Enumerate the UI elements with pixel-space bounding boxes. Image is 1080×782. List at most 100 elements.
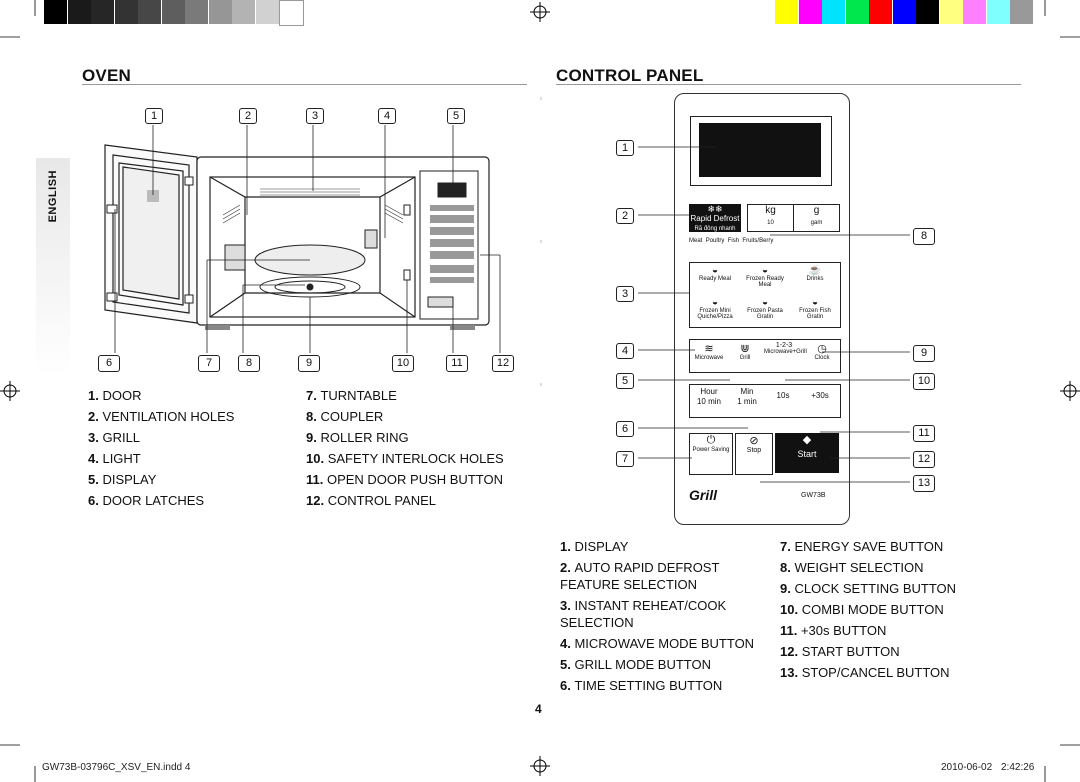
color-swatch: [822, 0, 845, 24]
legend-item: 11. +30s BUTTON: [780, 622, 1000, 639]
legend-item: 7. ENERGY SAVE BUTTON: [780, 538, 1000, 555]
legend-item: 8. COUPLER: [306, 406, 521, 427]
footer-time: 2:42:26: [1001, 762, 1035, 773]
control-panel-callout: 1: [616, 140, 634, 156]
oven-callout: 3: [306, 108, 324, 124]
registration-crosshair-bottom: [530, 756, 550, 776]
frozen-mini-pizza-button[interactable]: ◒Frozen Mini Quiche/Pizza: [697, 297, 733, 320]
frozen-ready-meal-button[interactable]: ◒Frozen Ready Meal: [746, 265, 784, 288]
legend-text: WEIGHT SELECTION: [794, 560, 924, 575]
stop-button[interactable]: ⊘Stop: [735, 433, 773, 475]
legend-text: START BUTTON: [801, 644, 900, 659]
legend-number: 3.: [560, 598, 575, 613]
legend-number: 10.: [306, 451, 328, 466]
color-swatch: [963, 0, 986, 24]
control-panel-leaders: [638, 146, 910, 483]
rapid-defrost-button[interactable]: ❄❄ Rapid Defrost Rã đông nhanh: [689, 204, 741, 232]
oven-heading: OVEN: [82, 66, 131, 85]
control-panel-callout: 7: [616, 451, 634, 467]
gray-swatch: [138, 0, 161, 24]
control-panel-callout: 4: [616, 343, 634, 359]
legend-text: DISPLAY: [102, 472, 157, 487]
clock-icon: ◷: [817, 343, 827, 355]
weight-g-button[interactable]: g gam: [793, 204, 840, 232]
gray-swatch: [67, 0, 91, 24]
legend-text: COMBI MODE BUTTON: [801, 602, 944, 617]
color-swatch: [892, 0, 916, 24]
control-panel-callout: 8: [913, 228, 935, 245]
legend-text: DISPLAY: [574, 539, 629, 554]
color-swatch: [845, 0, 869, 24]
legend-number: 1.: [560, 539, 575, 554]
legend-text: GRILL: [102, 430, 141, 445]
legend-text: ENERGY SAVE BUTTON: [794, 539, 944, 554]
legend-number: 13.: [780, 665, 802, 680]
legend-item: 6. DOOR LATCHES: [88, 490, 298, 511]
gray-swatch: [161, 0, 185, 24]
legend-item: 3. INSTANT REHEAT/COOK SELECTION: [560, 597, 770, 631]
legend-item: 9. CLOCK SETTING BUTTON: [780, 580, 1000, 597]
display-frame: [690, 116, 832, 186]
registration-crosshair-right: [1060, 381, 1080, 401]
plus30-button[interactable]: +30s: [811, 391, 829, 400]
legend-text: TURNTABLE: [320, 388, 397, 403]
control-panel-illustration: ❄❄ Rapid Defrost Rã đông nhanh kg 10 g g…: [674, 93, 850, 525]
legend-text: TIME SETTING BUTTON: [574, 678, 723, 693]
oven-callout: 7: [198, 355, 220, 372]
legend-text: CONTROL PANEL: [327, 493, 437, 508]
legend-item: 9. ROLLER RING: [306, 427, 521, 448]
control-panel-heading-rule: [556, 84, 1021, 85]
legend-item: 2. AUTO RAPID DEFROST FEATURE SELECTION: [560, 559, 770, 593]
language-tab: [36, 158, 70, 376]
door-latches: [106, 176, 194, 304]
legend-item: 1. DISPLAY: [560, 538, 770, 555]
microwave-button[interactable]: ≋Microwave: [694, 343, 724, 361]
legend-item: 7. TURNTABLE: [306, 385, 521, 406]
light: [364, 229, 378, 249]
control-panel-callout: 10: [913, 373, 935, 390]
legend-item: 10. SAFETY INTERLOCK HOLES: [306, 448, 521, 469]
oven-callout: 12: [492, 355, 514, 372]
color-swatch: [916, 0, 939, 24]
gray-swatch: [91, 0, 114, 24]
start-button[interactable]: ◆Start: [775, 433, 839, 473]
clock-button[interactable]: ◷Clock: [806, 342, 838, 361]
grill-button[interactable]: ⋓Grill: [739, 343, 751, 361]
legend-text: AUTO RAPID DEFROST FEATURE SELECTION: [560, 560, 720, 592]
footer-date: 2010-06-02: [941, 762, 993, 773]
color-swatch: [939, 0, 963, 24]
legend-text: MICROWAVE MODE BUTTON: [574, 636, 755, 651]
legend-number: 12.: [306, 493, 328, 508]
gray-swatch: [185, 0, 208, 24]
legend-number: 4.: [560, 636, 575, 651]
oven-callout: 8: [238, 355, 260, 372]
color-swatch: [1010, 0, 1033, 24]
legend-text: CLOCK SETTING BUTTON: [794, 581, 957, 596]
power-saving-button[interactable]: ⏻Power Saving: [689, 433, 733, 475]
gray-swatch: [255, 0, 279, 24]
legend-item: 13. STOP/CANCEL BUTTON: [780, 664, 1000, 681]
frozen-pasta-button[interactable]: ◒Frozen Pasta Gratin: [747, 297, 783, 320]
ten-s-button[interactable]: 10s: [776, 391, 790, 400]
legend-text: COUPLER: [320, 409, 384, 424]
control-panel-callout: 12: [913, 451, 935, 468]
legend-number: 7.: [306, 388, 321, 403]
stop-icon: ⊘: [749, 435, 759, 447]
door: [104, 144, 198, 324]
frozen-fish-button[interactable]: ◒Frozen Fish Gratin: [799, 297, 831, 320]
legend-text: DOOR LATCHES: [102, 493, 205, 508]
ready-meal-button[interactable]: ◒Ready Meal: [698, 265, 731, 282]
legend-number: 11.: [306, 472, 327, 487]
control-panel-legend-left: 1. DISPLAY 2. AUTO RAPID DEFROST FEATURE …: [560, 538, 770, 698]
gray-swatch: [208, 0, 232, 24]
grill-logo: Grill: [689, 487, 718, 503]
drinks-button[interactable]: ☕Drinks: [806, 265, 824, 282]
